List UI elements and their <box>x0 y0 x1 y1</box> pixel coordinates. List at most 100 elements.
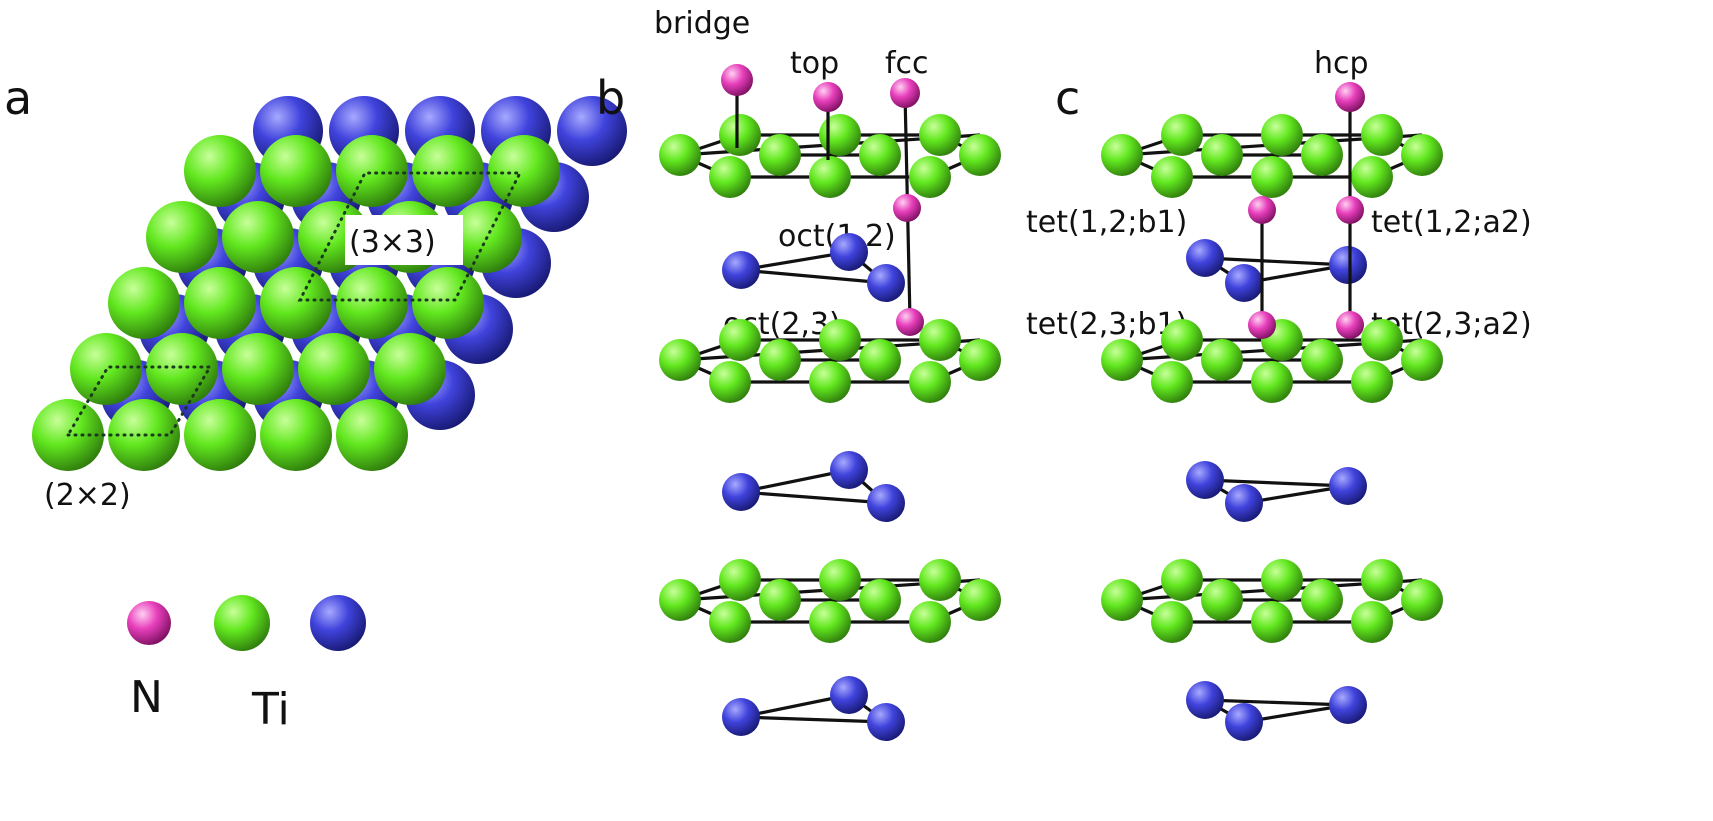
ti-atom-blue <box>557 96 627 166</box>
ti-atom-green <box>1361 114 1403 156</box>
ti-atom-green <box>659 339 701 381</box>
ti-atom-green <box>1351 156 1393 198</box>
ti-atom-green <box>1151 361 1193 403</box>
ti-atom-green <box>1251 156 1293 198</box>
ti-atom-blue <box>867 484 905 522</box>
ti-atom-blue <box>1329 246 1367 284</box>
n-atom-top <box>813 82 843 112</box>
ti-atom-green <box>659 134 701 176</box>
ti-atom-green <box>1151 601 1193 643</box>
ti-atom-green <box>1351 601 1393 643</box>
ti-atom-green <box>184 135 256 207</box>
legend: N Ti <box>127 595 366 735</box>
ti-atom-blue <box>1186 681 1224 719</box>
ti-atom-green <box>719 559 761 601</box>
legend-ti-label: Ti <box>251 684 290 735</box>
ti-atom-green <box>1251 601 1293 643</box>
ti-atom-green <box>184 399 256 471</box>
ti-atom-green <box>1401 339 1443 381</box>
ti-atom-green <box>859 579 901 621</box>
cell-2x2-outline <box>65 365 213 437</box>
n-atom-oct12 <box>893 194 921 222</box>
cell-2x2-label: (2×2) <box>44 478 131 513</box>
ti-atom-green <box>1201 339 1243 381</box>
ti-atom-green <box>336 399 408 471</box>
ti-atom-green <box>222 333 294 405</box>
n-atom-tet23b1 <box>1248 311 1276 339</box>
bond <box>1204 256 1349 267</box>
ti-atom-green <box>759 579 801 621</box>
ti-atom-blue <box>830 233 868 271</box>
ti-atom-green <box>1301 134 1343 176</box>
site-hcp-label: hcp <box>1314 46 1369 81</box>
ti-atom-blue <box>1186 461 1224 499</box>
site-tet12b1-label: tet(1,2;b1) <box>1026 205 1187 240</box>
adsorption-sites-c <box>1248 82 1365 339</box>
ti-atom-blue <box>830 451 868 489</box>
panel-b-label: b <box>596 71 625 125</box>
ti-atom-green <box>488 135 560 207</box>
ti-atom-green <box>859 339 901 381</box>
panel-c: c hcp tet(1,2;b1) tet(1,2;a2) tet(2,3;b1… <box>1026 46 1532 741</box>
ti-atom-green <box>70 333 142 405</box>
ti-atom-blue <box>1225 484 1263 522</box>
ti-atom-green <box>412 267 484 339</box>
ti-atom-green <box>1351 361 1393 403</box>
ti-atom-green <box>298 333 370 405</box>
n-atom-tet12a2 <box>1336 196 1364 224</box>
legend-ti-atom-blue <box>310 595 366 651</box>
ti-atom-green <box>819 114 861 156</box>
site-tet23b1-label: tet(2,3;b1) <box>1026 307 1187 342</box>
ti-atom-blue <box>830 676 868 714</box>
ti-atom-green <box>1151 156 1193 198</box>
legend-n-atom <box>127 601 171 645</box>
ti-atom-green <box>719 114 761 156</box>
ti-atom-green <box>1201 579 1243 621</box>
bond <box>1204 478 1349 488</box>
ti-atom-blue <box>867 264 905 302</box>
ti-atom-blue <box>722 698 760 736</box>
n-atom-bridge <box>721 64 753 96</box>
n-atom-fcc <box>890 78 920 108</box>
bond <box>740 268 887 285</box>
ti-atom-green <box>1301 579 1343 621</box>
ti-atom-green <box>909 156 951 198</box>
ti-atom-green <box>1161 319 1203 361</box>
ti-atom-green <box>1251 361 1293 403</box>
ti-atom-green <box>222 201 294 273</box>
surface-green-ti-layer <box>32 135 560 471</box>
ti-atom-green <box>1401 579 1443 621</box>
ti-atom-green <box>1161 114 1203 156</box>
ti-atom-green <box>146 333 218 405</box>
ti-atom-green <box>709 601 751 643</box>
panel-b: b bridge top fcc oct(1,2) oct(2,3) <box>596 6 1001 741</box>
ti-atom-blue <box>1186 239 1224 277</box>
ti-atom-green <box>1161 559 1203 601</box>
site-top-label: top <box>790 46 839 81</box>
ti-atom-green <box>412 135 484 207</box>
ti-atom-green <box>959 134 1001 176</box>
ti-atom-green <box>260 135 332 207</box>
panel-a: a (3×3) (2×2) <box>4 71 627 513</box>
ti-atom-blue <box>1225 264 1263 302</box>
bond <box>740 490 887 505</box>
ti-atom-green <box>1261 559 1303 601</box>
ti-atom-green <box>374 333 446 405</box>
n-atom-hcp <box>1335 82 1365 112</box>
cell-3x3-label-box <box>345 215 463 265</box>
site-bridge-label: bridge <box>654 6 750 41</box>
ti-atom-green <box>819 319 861 361</box>
ti-atom-green <box>1101 339 1143 381</box>
cell-3x3-label: (3×3) <box>349 225 436 260</box>
ti-atom-blue <box>722 251 760 289</box>
ti-atom-blue <box>1225 703 1263 741</box>
ti-atom-green <box>260 399 332 471</box>
ti-atom-green <box>1261 114 1303 156</box>
ti-atom-green <box>1361 559 1403 601</box>
ti-atom-green <box>336 267 408 339</box>
ti-atom-green <box>1361 319 1403 361</box>
ti-atom-green <box>719 319 761 361</box>
panel-a-label: a <box>4 71 32 125</box>
atom-stack-c <box>1101 114 1443 741</box>
